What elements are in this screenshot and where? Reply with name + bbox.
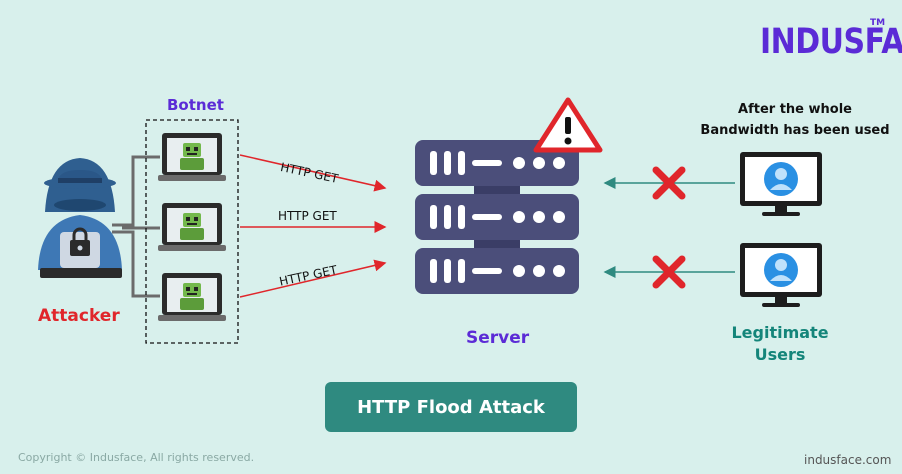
legit-line1: Legitimate bbox=[731, 323, 829, 342]
user-monitor-icon-1 bbox=[740, 152, 822, 216]
http-get-label-2: HTTP GET bbox=[278, 209, 337, 223]
http-arrow-3 bbox=[239, 259, 387, 298]
server-icon bbox=[415, 140, 579, 294]
bandwidth-note: After the whole Bandwidth has been used bbox=[690, 99, 900, 141]
server-label: Server bbox=[466, 328, 530, 348]
attacker-botnet-connector bbox=[112, 155, 160, 298]
diagram-title: HTTP Flood Attack bbox=[325, 382, 577, 432]
brand-logo: INDUSFACE bbox=[760, 22, 902, 63]
bandwidth-note-line2: Bandwidth has been used bbox=[700, 123, 890, 138]
site-url: indusface.com bbox=[804, 453, 892, 467]
trademark: TM bbox=[870, 18, 886, 28]
blocked-x-icon-1 bbox=[652, 166, 686, 200]
user-monitor-icon-2 bbox=[740, 243, 822, 307]
bot-laptop-1 bbox=[158, 133, 226, 181]
legit-line2: Users bbox=[754, 345, 806, 364]
warning-icon bbox=[533, 97, 603, 153]
botnet-label: Botnet bbox=[167, 96, 224, 114]
attacker-icon bbox=[38, 158, 122, 278]
blocked-x-icon-2 bbox=[652, 255, 686, 289]
botnet-box bbox=[145, 119, 239, 344]
legitimate-users-label: Legitimate Users bbox=[720, 322, 840, 366]
attacker-label: Attacker bbox=[38, 306, 120, 326]
bandwidth-note-line1: After the whole bbox=[738, 102, 852, 117]
copyright-text: Copyright © Indusface, All rights reserv… bbox=[18, 451, 255, 464]
bot-laptop-2 bbox=[158, 203, 226, 251]
http-arrow-1 bbox=[239, 154, 387, 192]
bot-laptop-3 bbox=[158, 273, 226, 321]
